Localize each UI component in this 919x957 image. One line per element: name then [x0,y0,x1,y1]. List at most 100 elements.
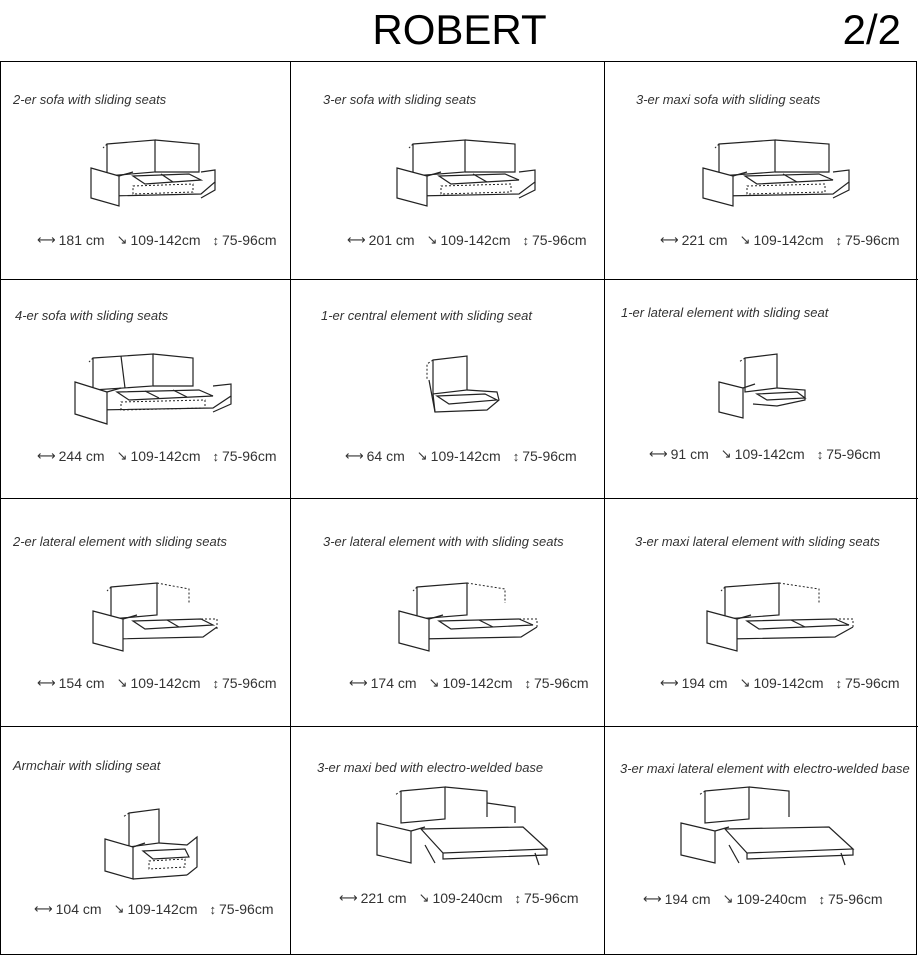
width-value: 221 cm [681,232,728,248]
product-dimensions: ⟷244 cm ↘109-142cm ↕75-96cm [37,448,276,464]
product-cell: 3-er maxi bed with electro-welded base ⟷… [291,727,605,954]
height-value: 75-96cm [828,891,883,907]
depth-arrow-icon: ↘ [428,675,440,690]
width-value: 194 cm [664,891,711,907]
product-cell: 1-er central element with sliding seat ⟷… [291,280,605,499]
depth-arrow-icon: ↘ [739,675,751,690]
width-value: 181 cm [58,232,105,248]
width-arrow-icon: ⟷ [660,232,679,247]
page-number: 2/2 [842,6,901,53]
width-value: 104 cm [55,901,102,917]
width-value: 221 cm [360,890,407,906]
depth-value: 109-142cm [734,446,805,462]
width-arrow-icon: ⟷ [345,448,364,463]
product-cell: 3-er maxi lateral element with electro-w… [605,727,918,954]
depth-value: 109-240cm [432,890,503,906]
depth-arrow-icon: ↘ [113,901,125,916]
product-label: 1-er lateral element with sliding seat [621,305,829,320]
height-arrow-icon: ↕ [512,448,520,464]
depth-arrow-icon: ↘ [426,232,438,247]
width-arrow-icon: ⟷ [349,675,368,690]
product-cell: 1-er lateral element with sliding seat ⟷… [605,280,918,499]
height-value: 75-96cm [532,232,587,248]
product-dimensions: ⟷64 cm ↘109-142cm ↕75-96cm [345,448,577,464]
width-arrow-icon: ⟷ [37,448,56,463]
depth-arrow-icon: ↘ [416,448,428,463]
height-value: 75-96cm [826,446,881,462]
depth-arrow-icon: ↘ [418,890,430,905]
width-value: 194 cm [681,675,728,691]
lateral-3-maxi-drawing [706,582,854,652]
product-label: 1-er central element with sliding seat [321,308,532,323]
height-value: 75-96cm [222,232,277,248]
sofa-3-maxi-drawing [702,139,850,207]
depth-value: 109-142cm [130,675,201,691]
height-value: 75-96cm [222,675,277,691]
product-label: 3-er maxi lateral element with electro-w… [620,761,910,776]
product-label: Armchair with sliding seat [13,758,161,773]
depth-value: 109-240cm [736,891,807,907]
product-dimensions: ⟷181 cm ↘109-142cm ↕75-96cm [37,232,276,248]
page-title: ROBERT [372,6,547,53]
product-label: 3-er maxi sofa with sliding seats [636,92,821,107]
product-dimensions: ⟷201 cm ↘109-142cm ↕75-96cm [347,232,586,248]
product-cell: 3-er maxi lateral element with sliding s… [605,499,918,727]
product-dimensions: ⟷91 cm ↘109-142cm ↕75-96cm [649,446,881,462]
product-label: 3-er sofa with sliding seats [323,92,477,107]
depth-value: 109-142cm [753,675,824,691]
height-arrow-icon: ↕ [212,232,220,248]
product-label: 3-er lateral element with with sliding s… [323,534,564,549]
depth-arrow-icon: ↘ [116,232,128,247]
product-cell: 4-er sofa with sliding seats ⟷244 cm ↘10… [1,280,291,499]
height-arrow-icon: ↕ [514,890,522,906]
product-label: 3-er maxi lateral element with sliding s… [635,534,880,549]
depth-arrow-icon: ↘ [720,446,732,461]
width-arrow-icon: ⟷ [34,901,53,916]
height-arrow-icon: ↕ [818,891,826,907]
height-arrow-icon: ↕ [524,675,532,691]
maxi-lateral-bed-drawing [680,786,855,866]
product-cell: 3-er sofa with sliding seats ⟷201 cm ↘10… [291,62,605,280]
product-label: 4-er sofa with sliding seats [15,308,169,323]
height-arrow-icon: ↕ [212,675,220,691]
width-arrow-icon: ⟷ [643,891,662,906]
depth-value: 109-142cm [130,232,201,248]
product-cell: 2-er sofa with sliding seats ⟷181 cm ↘10… [1,62,291,280]
height-arrow-icon: ↕ [835,675,843,691]
width-arrow-icon: ⟷ [37,232,56,247]
height-value: 75-96cm [845,232,900,248]
width-value: 64 cm [366,448,405,464]
width-value: 244 cm [58,448,105,464]
depth-value: 109-142cm [430,448,501,464]
width-value: 174 cm [370,675,417,691]
height-arrow-icon: ↕ [816,446,824,462]
armchair-drawing [104,808,198,880]
sofa-4-seat-drawing [74,353,232,425]
height-value: 75-96cm [524,890,579,906]
width-arrow-icon: ⟷ [660,675,679,690]
product-label: 2-er lateral element with sliding seats [13,534,227,549]
width-value: 154 cm [58,675,105,691]
product-cell: 3-er lateral element with with sliding s… [291,499,605,727]
height-value: 75-96cm [219,901,274,917]
depth-value: 109-142cm [753,232,824,248]
central-element-drawing [426,355,500,413]
sofa-3-seat-drawing [396,139,536,207]
width-arrow-icon: ⟷ [37,675,56,690]
depth-value: 109-142cm [130,448,201,464]
product-dimensions: ⟷221 cm ↘109-142cm ↕75-96cm [660,232,899,248]
depth-value: 109-142cm [442,675,513,691]
height-value: 75-96cm [534,675,589,691]
depth-arrow-icon: ↘ [739,232,751,247]
product-cell: 3-er maxi sofa with sliding seats ⟷221 c… [605,62,918,280]
product-dimensions: ⟷104 cm ↘109-142cm ↕75-96cm [34,901,273,917]
lateral-3-seat-drawing [398,582,538,652]
height-value: 75-96cm [222,448,277,464]
width-arrow-icon: ⟷ [339,890,358,905]
product-dimensions: ⟷174 cm ↘109-142cm ↕75-96cm [349,675,588,691]
product-dimensions: ⟷154 cm ↘109-142cm ↕75-96cm [37,675,276,691]
depth-value: 109-142cm [127,901,198,917]
product-grid: 2-er sofa with sliding seats ⟷181 cm ↘10… [0,61,918,955]
height-arrow-icon: ↕ [209,901,217,917]
product-dimensions: ⟷194 cm ↘109-240cm ↕75-96cm [643,891,882,907]
